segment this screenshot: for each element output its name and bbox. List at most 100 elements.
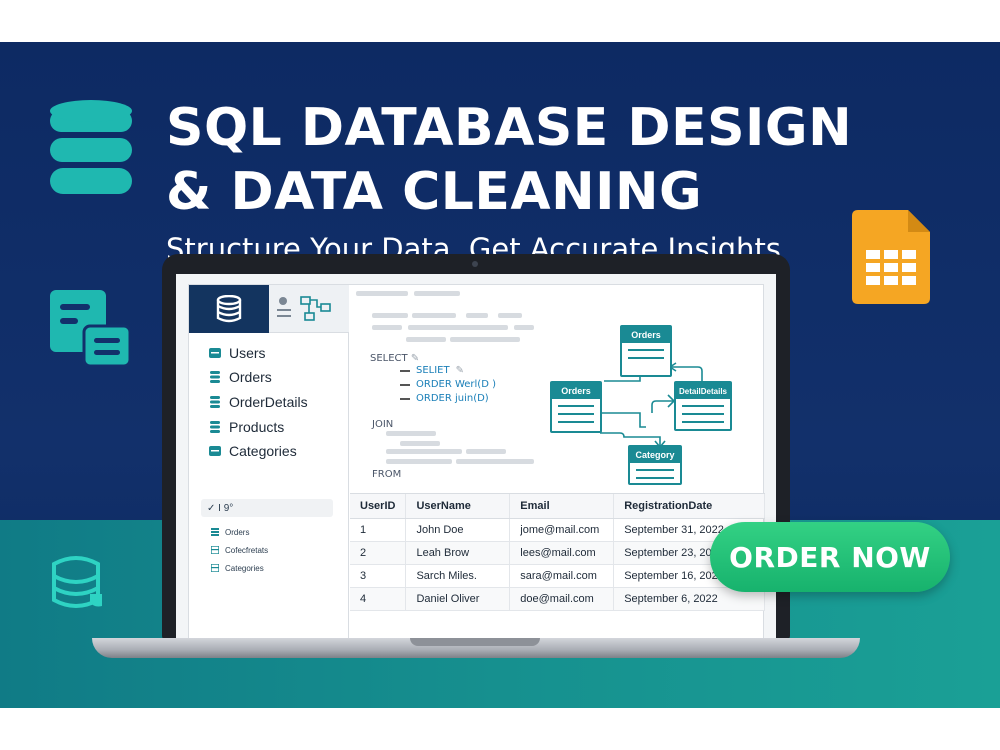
er-entity-title: DetailDetails xyxy=(676,383,730,399)
placeholder-bar xyxy=(456,459,534,464)
table-icon xyxy=(209,446,221,456)
sidebar-item-label: Products xyxy=(229,419,285,435)
table-row[interactable]: 2 Leah Brow lees@mail.com September 23, … xyxy=(350,541,765,565)
database-icon xyxy=(50,100,132,194)
sidebar-item-label: Orders xyxy=(229,369,272,385)
sidebar-item-users[interactable]: Users xyxy=(209,343,266,363)
sidebar-item-label: Categories xyxy=(229,443,297,459)
table-cell: lees@mail.com xyxy=(509,541,615,565)
placeholder-bar xyxy=(400,441,440,446)
sidebar-subitem-orders[interactable]: Orders xyxy=(211,525,249,539)
table-cell: sara@mail.com xyxy=(509,564,615,588)
placeholder-bar xyxy=(356,291,408,296)
table-row[interactable]: 1 John Doe jome@mail.com September 31, 2… xyxy=(350,518,765,542)
er-entity-detaildetails[interactable]: DetailDetails xyxy=(674,381,732,431)
placeholder-bar xyxy=(386,459,452,464)
forms-icon xyxy=(50,290,130,366)
placeholder-bar xyxy=(372,325,402,330)
placeholder-bar xyxy=(466,313,488,318)
sidebar-subitem-label: Orders xyxy=(225,527,250,537)
hero-title-line1: SQL DATABASE DESIGN xyxy=(166,98,853,158)
er-entity-title: Orders xyxy=(622,327,670,343)
sidebar-item-orderdetails[interactable]: OrderDetails xyxy=(209,392,308,412)
db-app-window: Users Orders OrderDetails Products Categ… xyxy=(188,284,765,640)
table-cell: doe@mail.com xyxy=(509,587,615,611)
column-header[interactable]: UserID xyxy=(350,494,407,519)
sql-join-keyword: JOIN xyxy=(372,419,394,430)
camera-dot xyxy=(472,261,478,267)
order-now-button[interactable]: ORDER NOW xyxy=(710,522,950,592)
users-table: UserID UserName Email RegistrationDate 1… xyxy=(350,494,765,611)
database-icon xyxy=(216,295,242,323)
table-icon xyxy=(211,546,219,554)
placeholder-bar xyxy=(408,325,508,330)
placeholder-bar xyxy=(450,337,520,342)
placeholder-bar xyxy=(466,449,506,454)
column-header[interactable]: RegistrationDate xyxy=(613,494,765,519)
users-table-area: UserID UserName Email RegistrationDate 1… xyxy=(350,493,765,640)
sidebar-item-label: OrderDetails xyxy=(229,394,308,410)
table-cell: 1 xyxy=(350,518,407,542)
spreadsheet-icon xyxy=(852,210,930,304)
sql-line-1: SELIET✎ xyxy=(400,365,464,376)
sidebar-subitem-label: Cofecfretats xyxy=(225,545,269,555)
table-row[interactable]: 4 Daniel Oliver doe@mail.com September 6… xyxy=(350,587,765,611)
laptop-base xyxy=(92,638,860,658)
hero-title: SQL DATABASE DESIGN & DATA CLEANING xyxy=(166,96,852,224)
sql-line-3: ORDER juin(D) xyxy=(400,393,489,404)
database-icon xyxy=(210,421,220,433)
table-icon xyxy=(211,564,219,572)
table-cell: jome@mail.com xyxy=(509,518,615,542)
placeholder-bar xyxy=(372,313,408,318)
sql-select-keyword: SELECT ✎ xyxy=(370,353,420,364)
sidebar-header xyxy=(189,285,349,333)
placeholder-bar xyxy=(406,337,446,342)
sql-from-keyword: FROM xyxy=(372,469,402,480)
er-entity-title: Orders xyxy=(552,383,600,399)
placeholder-bar xyxy=(386,431,436,436)
laptop-display: Users Orders OrderDetails Products Categ… xyxy=(176,274,776,640)
placeholder-bar xyxy=(414,291,460,296)
sidebar-check-row[interactable]: ✓ I 9° xyxy=(201,499,333,517)
table-cell: Leah Brow xyxy=(405,541,511,565)
table-cell: Daniel Oliver xyxy=(405,587,511,611)
er-entity-orders-top[interactable]: Orders xyxy=(620,325,672,377)
column-header[interactable]: Email xyxy=(509,494,615,519)
placeholder-bar xyxy=(412,313,456,318)
table-cell: John Doe xyxy=(405,518,511,542)
sidebar-item-categories[interactable]: Categories xyxy=(209,441,297,461)
table-cell: 4 xyxy=(350,587,407,611)
sql-line-2: ORDER Werl(D ) xyxy=(400,379,496,390)
sidebar-subitem-categories[interactable]: Categories xyxy=(211,561,264,575)
main-panel: SELECT ✎ SELIET✎ ORDER Werl(D ) ORDER ju… xyxy=(350,285,765,640)
table-row[interactable]: 3 Sarch Miles. sara@mail.com September 1… xyxy=(350,564,765,588)
table-cell: 3 xyxy=(350,564,407,588)
database-cleaning-icon xyxy=(52,556,102,608)
sidebar-item-orders[interactable]: Orders xyxy=(209,367,272,387)
placeholder-bar xyxy=(514,325,534,330)
hero-title-line2: & DATA CLEANING xyxy=(166,162,703,222)
sidebar-check-label: ✓ I 9° xyxy=(207,502,234,514)
table-icon xyxy=(209,348,221,358)
sidebar-db-tab[interactable] xyxy=(189,285,269,333)
column-header[interactable]: UserName xyxy=(405,494,511,519)
sidebar-item-label: Users xyxy=(229,345,266,361)
table-cell: Sarch Miles. xyxy=(405,564,511,588)
laptop-screen: Users Orders OrderDetails Products Categ… xyxy=(162,254,790,640)
table-header-row: UserID UserName Email RegistrationDate xyxy=(350,494,765,519)
sidebar-subitem-label: Categories xyxy=(225,563,264,573)
er-entity-orders-left[interactable]: Orders xyxy=(550,381,602,433)
er-entity-title: Category xyxy=(630,447,680,463)
er-entity-category[interactable]: Category xyxy=(628,445,682,485)
schema-diagram-icon[interactable] xyxy=(277,295,337,323)
database-icon xyxy=(210,396,220,408)
database-icon xyxy=(210,371,220,383)
laptop-notch xyxy=(410,638,540,646)
sidebar-subitem-cofecfretats[interactable]: Cofecfretats xyxy=(211,543,268,557)
table-cell: September 6, 2022 xyxy=(613,587,765,611)
sidebar-item-products[interactable]: Products xyxy=(209,417,284,437)
sidebar: Users Orders OrderDetails Products Categ… xyxy=(189,285,349,640)
database-icon xyxy=(211,528,219,536)
placeholder-bar xyxy=(386,449,462,454)
table-cell: 2 xyxy=(350,541,407,565)
